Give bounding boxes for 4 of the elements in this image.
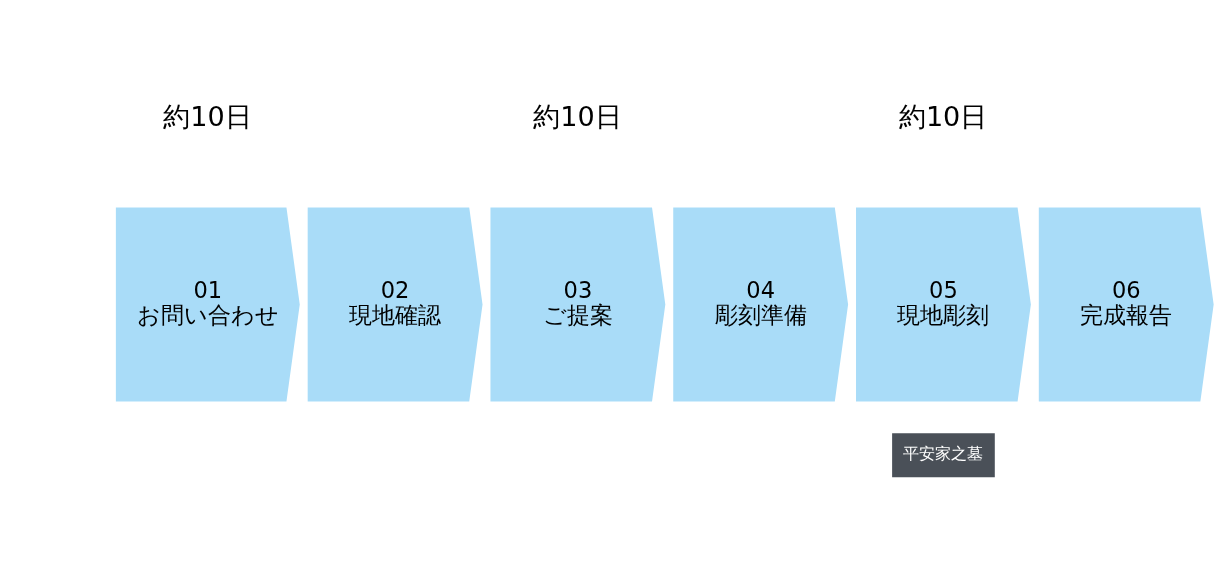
label: 約10日	[533, 100, 622, 132]
label: 約10日	[163, 100, 252, 132]
label: 平安家之墓	[903, 444, 984, 464]
label: 約10日	[898, 100, 988, 132]
